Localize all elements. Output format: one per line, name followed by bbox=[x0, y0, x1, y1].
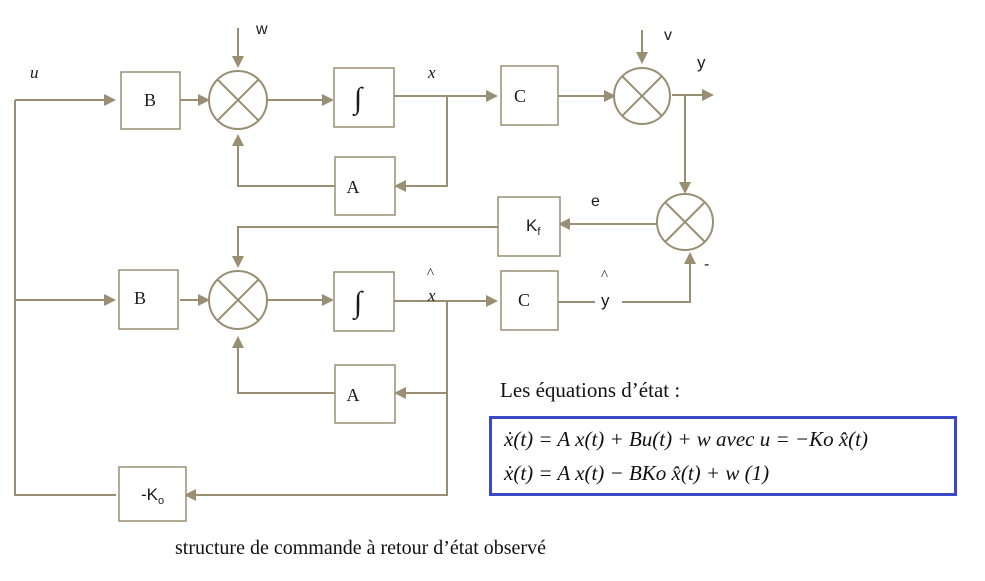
block-kf-label: Kf bbox=[526, 216, 541, 238]
block-b-top-label: B bbox=[144, 90, 156, 110]
block-integrator-bottom bbox=[333, 271, 395, 332]
wire-u-bus bbox=[14, 100, 116, 496]
equations-heading: Les équations d’état : bbox=[500, 378, 681, 402]
block-c-top bbox=[500, 65, 559, 126]
block-kf bbox=[497, 196, 561, 257]
block-ko-label: -Ko bbox=[141, 485, 164, 507]
block-b-bottom bbox=[118, 269, 179, 330]
label-v: v bbox=[664, 27, 672, 44]
block-c-top-label: C bbox=[514, 86, 526, 106]
equation-line-1: ẋ(t) = A x(t) + Bu(t) + w avec u = −Ko x… bbox=[504, 427, 868, 451]
block-ko bbox=[118, 466, 187, 522]
summer-error bbox=[656, 193, 714, 251]
equations-box: ẋ(t) = A x(t) + Bu(t) + w avec u = −Ko x… bbox=[489, 416, 957, 496]
ko-k: -K bbox=[141, 485, 159, 504]
label-x: x bbox=[427, 63, 436, 82]
summer-bottom bbox=[208, 270, 268, 330]
ko-sub: o bbox=[158, 495, 164, 507]
kf-sub: f bbox=[537, 226, 541, 238]
label-e: e bbox=[591, 193, 600, 210]
wire-x-to-a-top bbox=[394, 96, 448, 192]
block-c-bottom-label: C bbox=[518, 290, 530, 310]
block-b-top bbox=[120, 71, 181, 130]
label-yhat: y bbox=[601, 291, 610, 310]
label-yhat-hat: ^ bbox=[601, 268, 608, 284]
label-w: w bbox=[255, 21, 268, 38]
wire-a-to-sum-top bbox=[232, 134, 335, 187]
block-a-bottom bbox=[334, 364, 396, 424]
label-xhat-hat: ^ bbox=[427, 266, 434, 282]
block-c-bottom bbox=[500, 270, 559, 331]
block-a-top-label: A bbox=[347, 177, 360, 197]
label-minus: - bbox=[704, 256, 709, 273]
block-integrator-top bbox=[333, 67, 395, 128]
summer-top bbox=[208, 70, 268, 130]
wire-yhat-to-error-sum-2 bbox=[622, 252, 696, 303]
block-integrator-bottom-label: ∫ bbox=[352, 286, 364, 321]
summer-output-v bbox=[613, 67, 671, 125]
label-y: y bbox=[697, 53, 706, 72]
block-integrator-top-label: ∫ bbox=[352, 82, 364, 117]
block-a-bottom-label: A bbox=[347, 385, 360, 405]
wire-kf-to-sum-bottom bbox=[232, 226, 498, 268]
wire-xhat-to-a-bottom bbox=[394, 301, 448, 399]
label-xhat: x bbox=[427, 286, 436, 305]
diagram-caption: structure de commande à retour d’état ob… bbox=[175, 537, 546, 559]
block-a-top bbox=[334, 156, 396, 216]
equation-line-2: ẋ(t) = A x(t) − BKo x̂(t) + w (1) bbox=[504, 461, 770, 485]
label-u: u bbox=[30, 63, 39, 82]
block-b-bottom-label: B bbox=[134, 288, 146, 308]
kf-k: K bbox=[526, 216, 538, 235]
wire-xhat-to-ko bbox=[184, 393, 448, 501]
wire-a-to-sum-bottom bbox=[232, 336, 335, 394]
